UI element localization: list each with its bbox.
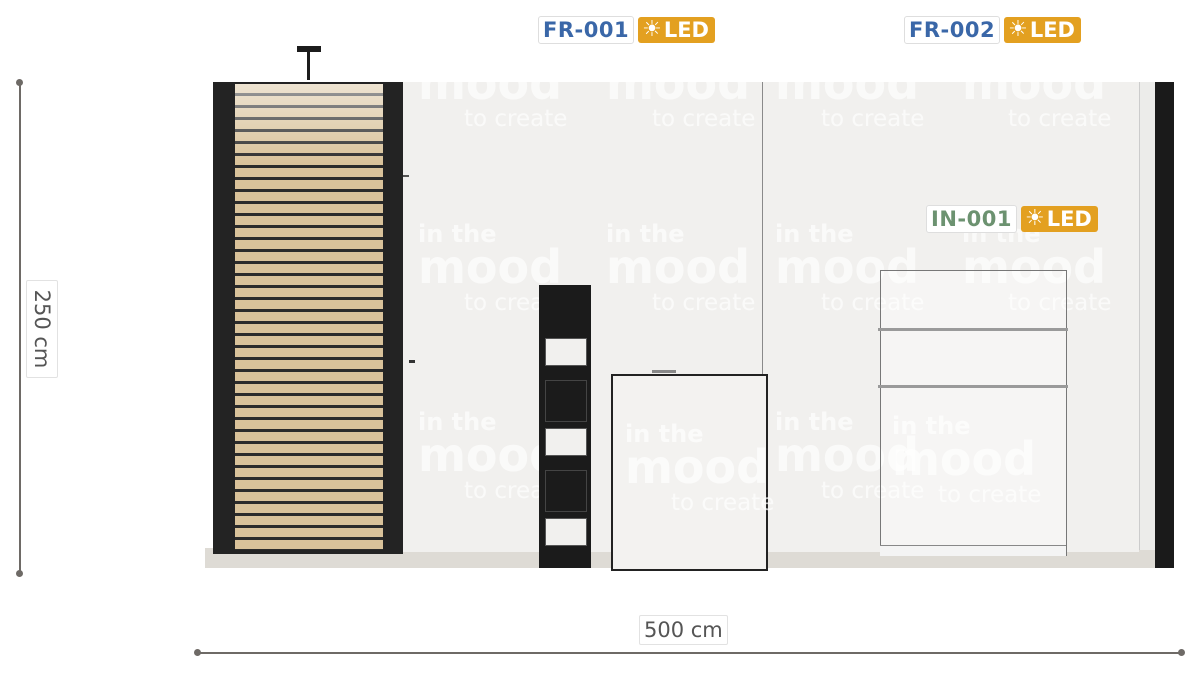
spotlight-glow bbox=[235, 84, 383, 164]
wall-panel-seam bbox=[762, 82, 763, 552]
height-dimension-bottom-end bbox=[16, 570, 23, 577]
tag-code: FR-002 bbox=[904, 16, 1001, 44]
counter-top-detail bbox=[652, 370, 676, 373]
back-wall bbox=[403, 82, 1139, 552]
width-dimension-line bbox=[197, 652, 1182, 654]
tag-code: IN-001 bbox=[926, 205, 1017, 233]
led-badge: ☀ LED bbox=[1020, 206, 1098, 232]
tag-fr-001: FR-001 ☀ LED bbox=[538, 16, 715, 44]
rack-pocket bbox=[545, 428, 587, 456]
rack-pocket bbox=[545, 380, 587, 422]
wall-fixture bbox=[409, 360, 415, 363]
width-dimension-right-end bbox=[1178, 649, 1185, 656]
tag-fr-002: FR-002 ☀ LED bbox=[904, 16, 1081, 44]
showcase-shelf bbox=[878, 328, 1068, 331]
right-frame-profile bbox=[1155, 82, 1174, 568]
sun-icon: ☀ bbox=[642, 17, 662, 42]
side-wall-edge bbox=[1139, 82, 1157, 550]
led-badge: ☀ LED bbox=[638, 17, 715, 43]
sun-icon: ☀ bbox=[1008, 17, 1028, 42]
led-badge: ☀ LED bbox=[1004, 17, 1081, 43]
rack-pocket bbox=[545, 338, 587, 366]
width-dimension-left-end bbox=[194, 649, 201, 656]
showcase-base bbox=[880, 545, 1066, 556]
rack-pocket bbox=[545, 470, 587, 512]
height-dimension-line bbox=[19, 83, 21, 574]
glass-showcase bbox=[880, 270, 1067, 556]
tag-in-001: IN-001 ☀ LED bbox=[926, 205, 1098, 233]
height-dimension-top-end bbox=[16, 79, 23, 86]
tag-code: FR-001 bbox=[538, 16, 635, 44]
showcase-shelf bbox=[878, 385, 1068, 388]
rack-pocket bbox=[545, 518, 587, 546]
width-dimension-label: 500 cm bbox=[639, 615, 728, 645]
height-dimension-label: 250 cm bbox=[26, 280, 58, 378]
spotlight-icon bbox=[297, 46, 321, 52]
spotlight-arm bbox=[307, 52, 310, 80]
reception-counter bbox=[611, 374, 768, 571]
sun-icon: ☀ bbox=[1024, 206, 1045, 231]
wall-fixture bbox=[403, 175, 409, 177]
